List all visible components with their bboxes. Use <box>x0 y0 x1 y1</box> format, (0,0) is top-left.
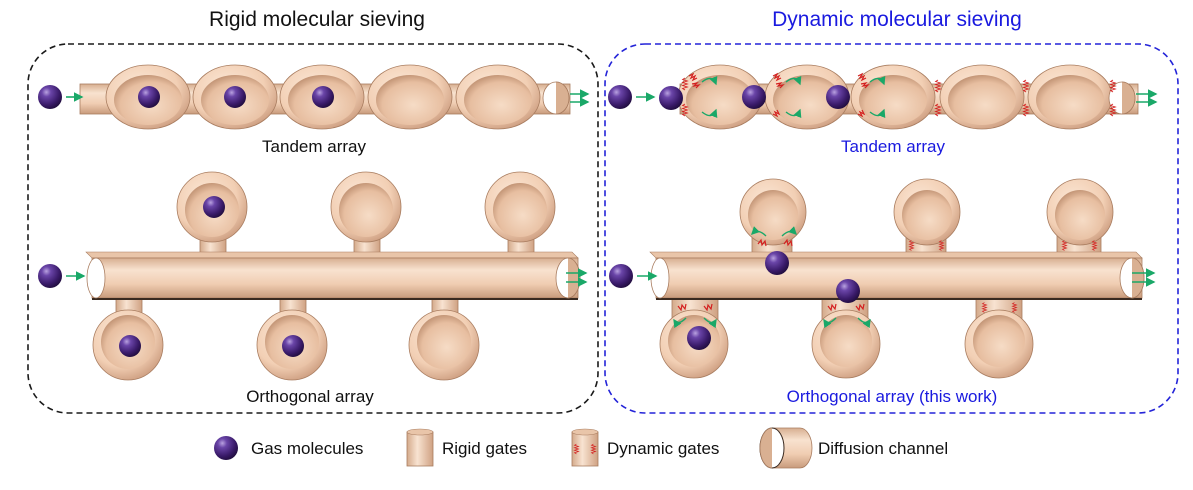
gas-molecule <box>836 279 860 303</box>
gate-motion-arrows <box>673 226 871 329</box>
legend-gas-label: Gas molecules <box>251 439 363 458</box>
legend-dynamic-label: Dynamic gates <box>607 439 719 458</box>
legend-rigid-label: Rigid gates <box>442 439 527 458</box>
left-tandem-array <box>38 64 590 130</box>
right-orthogonal-label: Orthogonal array (this work) <box>787 387 998 406</box>
gate-motion-arrows <box>701 75 886 119</box>
right-panel-border <box>604 43 1179 414</box>
gas-molecule <box>38 85 62 109</box>
gas-molecule <box>608 85 632 109</box>
gas-molecule <box>38 264 62 288</box>
gas-molecule <box>138 86 160 108</box>
gas-molecule <box>312 86 334 108</box>
gas-molecule <box>282 335 304 357</box>
right-tandem-label: Tandem array <box>841 137 945 156</box>
right-panel-title: Dynamic molecular sieving <box>772 8 1022 31</box>
left-panel-border <box>27 43 599 414</box>
right-tandem-array <box>608 64 1158 130</box>
open-gate-springs <box>677 238 865 312</box>
legend-diffusion-channel-icon <box>759 427 813 469</box>
tandem-cavity <box>455 64 541 130</box>
left-orthogonal-array <box>38 171 588 381</box>
gas-molecule <box>224 86 246 108</box>
legend-dynamic-gate-icon <box>571 428 599 467</box>
legend-gas-molecule-icon <box>214 436 238 460</box>
right-orthogonal-array <box>609 178 1156 379</box>
channel-inlet <box>650 257 670 299</box>
legend: Gas molecules Rigid gates Dynamic gates … <box>214 427 948 469</box>
gas-molecule <box>203 196 225 218</box>
gas-molecule <box>609 264 633 288</box>
legend-rigid-gate-icon <box>406 428 434 467</box>
tandem-cavity <box>367 64 453 130</box>
gas-molecule <box>826 85 850 109</box>
open-gate-springs <box>688 72 870 118</box>
legend-channel-label: Diffusion channel <box>818 439 948 458</box>
gas-molecule <box>687 326 711 350</box>
gas-molecule <box>659 86 683 110</box>
left-orthogonal-label: Orthogonal array <box>246 387 374 406</box>
gas-molecule <box>765 251 789 275</box>
gas-molecule <box>742 85 766 109</box>
left-panel-title: Rigid molecular sieving <box>209 8 425 31</box>
left-tandem-label: Tandem array <box>262 137 366 156</box>
channel-inlet <box>86 257 106 299</box>
gas-molecule <box>119 335 141 357</box>
